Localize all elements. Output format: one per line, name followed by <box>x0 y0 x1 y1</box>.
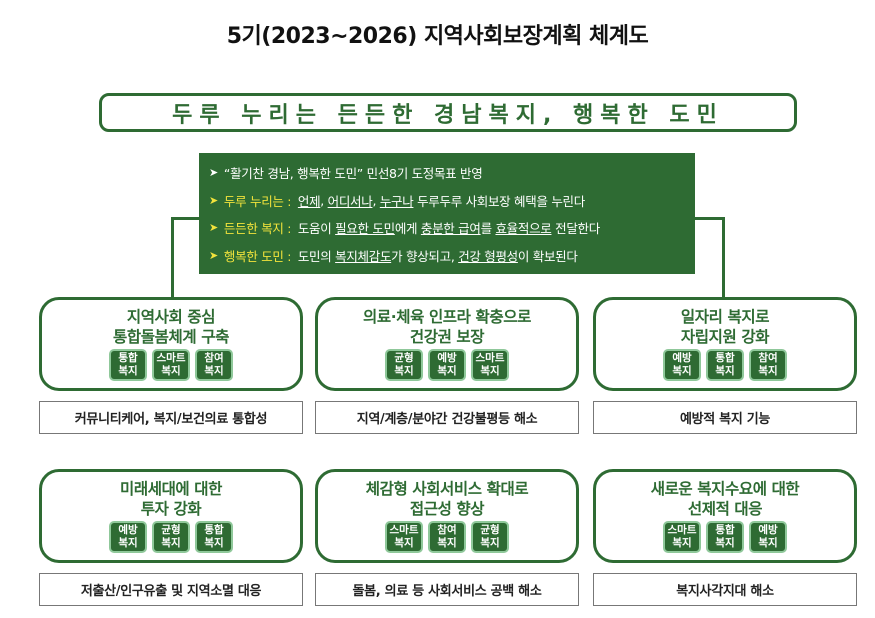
goal-text: , <box>372 192 380 208</box>
goals-box: ➤ “활기찬 경남, 행복한 도민” 민선8기 도정목표 반영 ➤ 두루 누리는… <box>199 153 695 274</box>
strategy-title: 일자리 복지로 자립지원 강화 <box>596 307 854 347</box>
strategy-title-line: 미래세대에 대한 <box>119 480 223 498</box>
strategy-title-line: 지역사회 중심 <box>126 308 216 326</box>
strategy-title-line: 접근성 향상 <box>409 500 485 518</box>
goal-text: , <box>320 192 328 208</box>
goal-text: 도민의 <box>294 248 336 264</box>
strategy-title: 체감형 사회서비스 확대로 접근성 향상 <box>318 479 576 519</box>
goal-key: 든든한 복지 : <box>223 221 292 237</box>
strategy-title-line: 투자 강화 <box>140 500 202 518</box>
arrow-right-icon: ➤ <box>209 166 218 180</box>
arrow-right-icon: ➤ <box>209 193 218 207</box>
strategy-result: 커뮤니티케어, 복지/보건의료 통합성 <box>39 401 303 434</box>
goal-line: ➤ 두루 누리는 : 언제, 어디서나, 누구나 두루두루 사회보장 혜택을 누… <box>209 187 683 215</box>
goal-text: 누구나 <box>379 193 414 209</box>
strategy-title-line: 건강권 보장 <box>409 328 485 346</box>
strategy-title-line: 일자리 복지로 <box>680 308 770 326</box>
arrow-right-icon: ➤ <box>209 221 218 235</box>
strategy-title-line: 선제적 대응 <box>687 500 763 518</box>
strategy-title: 새로운 복지수요에 대한 선제적 대응 <box>596 479 854 519</box>
goal-text: 에게 <box>394 221 421 237</box>
goal-text: 복지체감도 <box>335 248 392 264</box>
goal-text: 를 <box>480 221 496 237</box>
goal-text: 어디서나 <box>327 193 373 209</box>
arrow-right-icon: ➤ <box>209 248 218 262</box>
strategy-title-line: 새로운 복지수요에 대한 <box>650 480 800 498</box>
strategy-title-line: 체감형 사회서비스 확대로 <box>365 480 529 498</box>
goal-key: 행복한 도민 : <box>223 248 292 264</box>
connector-left-horizontal <box>172 217 200 220</box>
goal-text: 도움이 <box>294 221 336 237</box>
goal-line: ➤ “활기찬 경남, 행복한 도민” 민선8기 도정목표 반영 <box>209 159 683 187</box>
goal-text: 두루두루 사회보장 혜택을 누린다 <box>413 193 585 209</box>
goal-text: 전달한다 <box>551 221 600 237</box>
strategy-title-line: 의료·체육 인프라 확충으로 <box>363 308 531 326</box>
goal-text: 필요한 도민 <box>335 221 395 237</box>
strategy-title-line: 자립지원 강화 <box>680 328 770 346</box>
vision-statement: 두루 누리는 든든한 경남복지, 행복한 도민 <box>99 93 797 132</box>
goal-key: 두루 누리는 : <box>223 193 292 209</box>
goal-text: 충분한 급여 <box>420 221 481 237</box>
connector-right-horizontal <box>694 217 724 220</box>
strategy-result: 돌봄, 의료 등 사회서비스 공백 해소 <box>315 573 579 606</box>
strategy-title: 지역사회 중심 통합돌봄체계 구축 <box>42 307 300 347</box>
connector-right-vertical <box>722 217 725 300</box>
strategy-title: 미래세대에 대한 투자 강화 <box>42 479 300 519</box>
strategy-result: 예방적 복지 기능 <box>593 401 857 434</box>
goal-text: 언제 <box>297 193 321 209</box>
goal-text: “활기찬 경남, 행복한 도민” 민선8기 도정목표 반영 <box>223 166 483 182</box>
strategy-title: 의료·체육 인프라 확충으로 건강권 보장 <box>318 307 576 347</box>
strategy-result: 지역/계층/분야간 건강불평등 해소 <box>315 401 579 434</box>
page-title: 5기(2023~2026) 지역사회보장계획 체계도 <box>226 24 649 49</box>
goal-text: 효율적으로 <box>495 221 552 237</box>
strategy-result: 저출산/인구유출 및 지역소멸 대응 <box>39 573 303 606</box>
strategy-result: 복지사각지대 해소 <box>593 573 857 606</box>
goal-text: 건강 형평성 <box>458 248 518 264</box>
connector-left-vertical <box>171 217 174 300</box>
goal-text: 가 향상되고, <box>391 248 459 264</box>
strategy-title-line: 통합돌봄체계 구축 <box>113 328 229 346</box>
goal-text: 이 확보된다 <box>517 248 578 264</box>
